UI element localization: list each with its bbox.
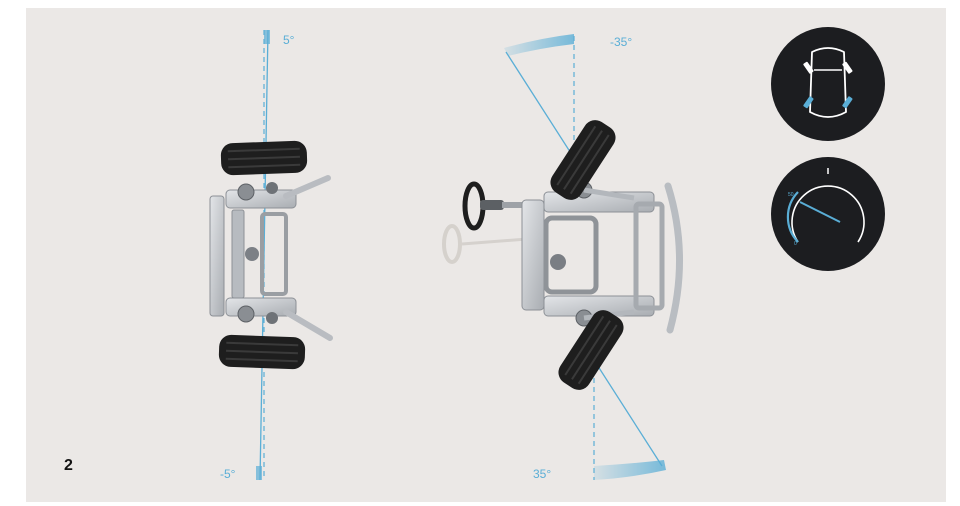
speed-gauge-icon: 50 0 xyxy=(771,157,885,271)
front-top-steer-line xyxy=(505,51,575,159)
rear-left-tire xyxy=(220,140,308,176)
front-subframe xyxy=(521,181,684,334)
rear-axle-assembly: 5° -5° xyxy=(209,29,333,481)
front-bottom-angle-label: 35° xyxy=(533,467,551,481)
front-left-tire xyxy=(550,120,616,200)
front-axle-assembly: -35° 35° xyxy=(442,34,684,481)
gauge-mark-lower: 0 xyxy=(794,241,797,247)
rear-top-angle-indicator xyxy=(264,30,270,44)
front-bottom-angle-wedge xyxy=(594,460,666,480)
figure-number: 2 xyxy=(64,457,73,474)
rear-right-tire xyxy=(218,334,306,370)
front-bottom-steer-line xyxy=(593,359,663,467)
front-top-angle-label: -35° xyxy=(610,35,632,49)
front-right-tire xyxy=(558,310,624,390)
rear-subframe xyxy=(209,175,333,341)
rear-bottom-angle-label: -5° xyxy=(220,467,236,481)
rear-bottom-angle-indicator xyxy=(256,466,262,480)
rear-top-angle-label: 5° xyxy=(283,33,295,47)
car-four-wheel-steering-icon xyxy=(771,27,885,141)
gauge-mark-upper: 50 xyxy=(788,192,794,198)
front-top-angle-wedge xyxy=(504,34,574,56)
